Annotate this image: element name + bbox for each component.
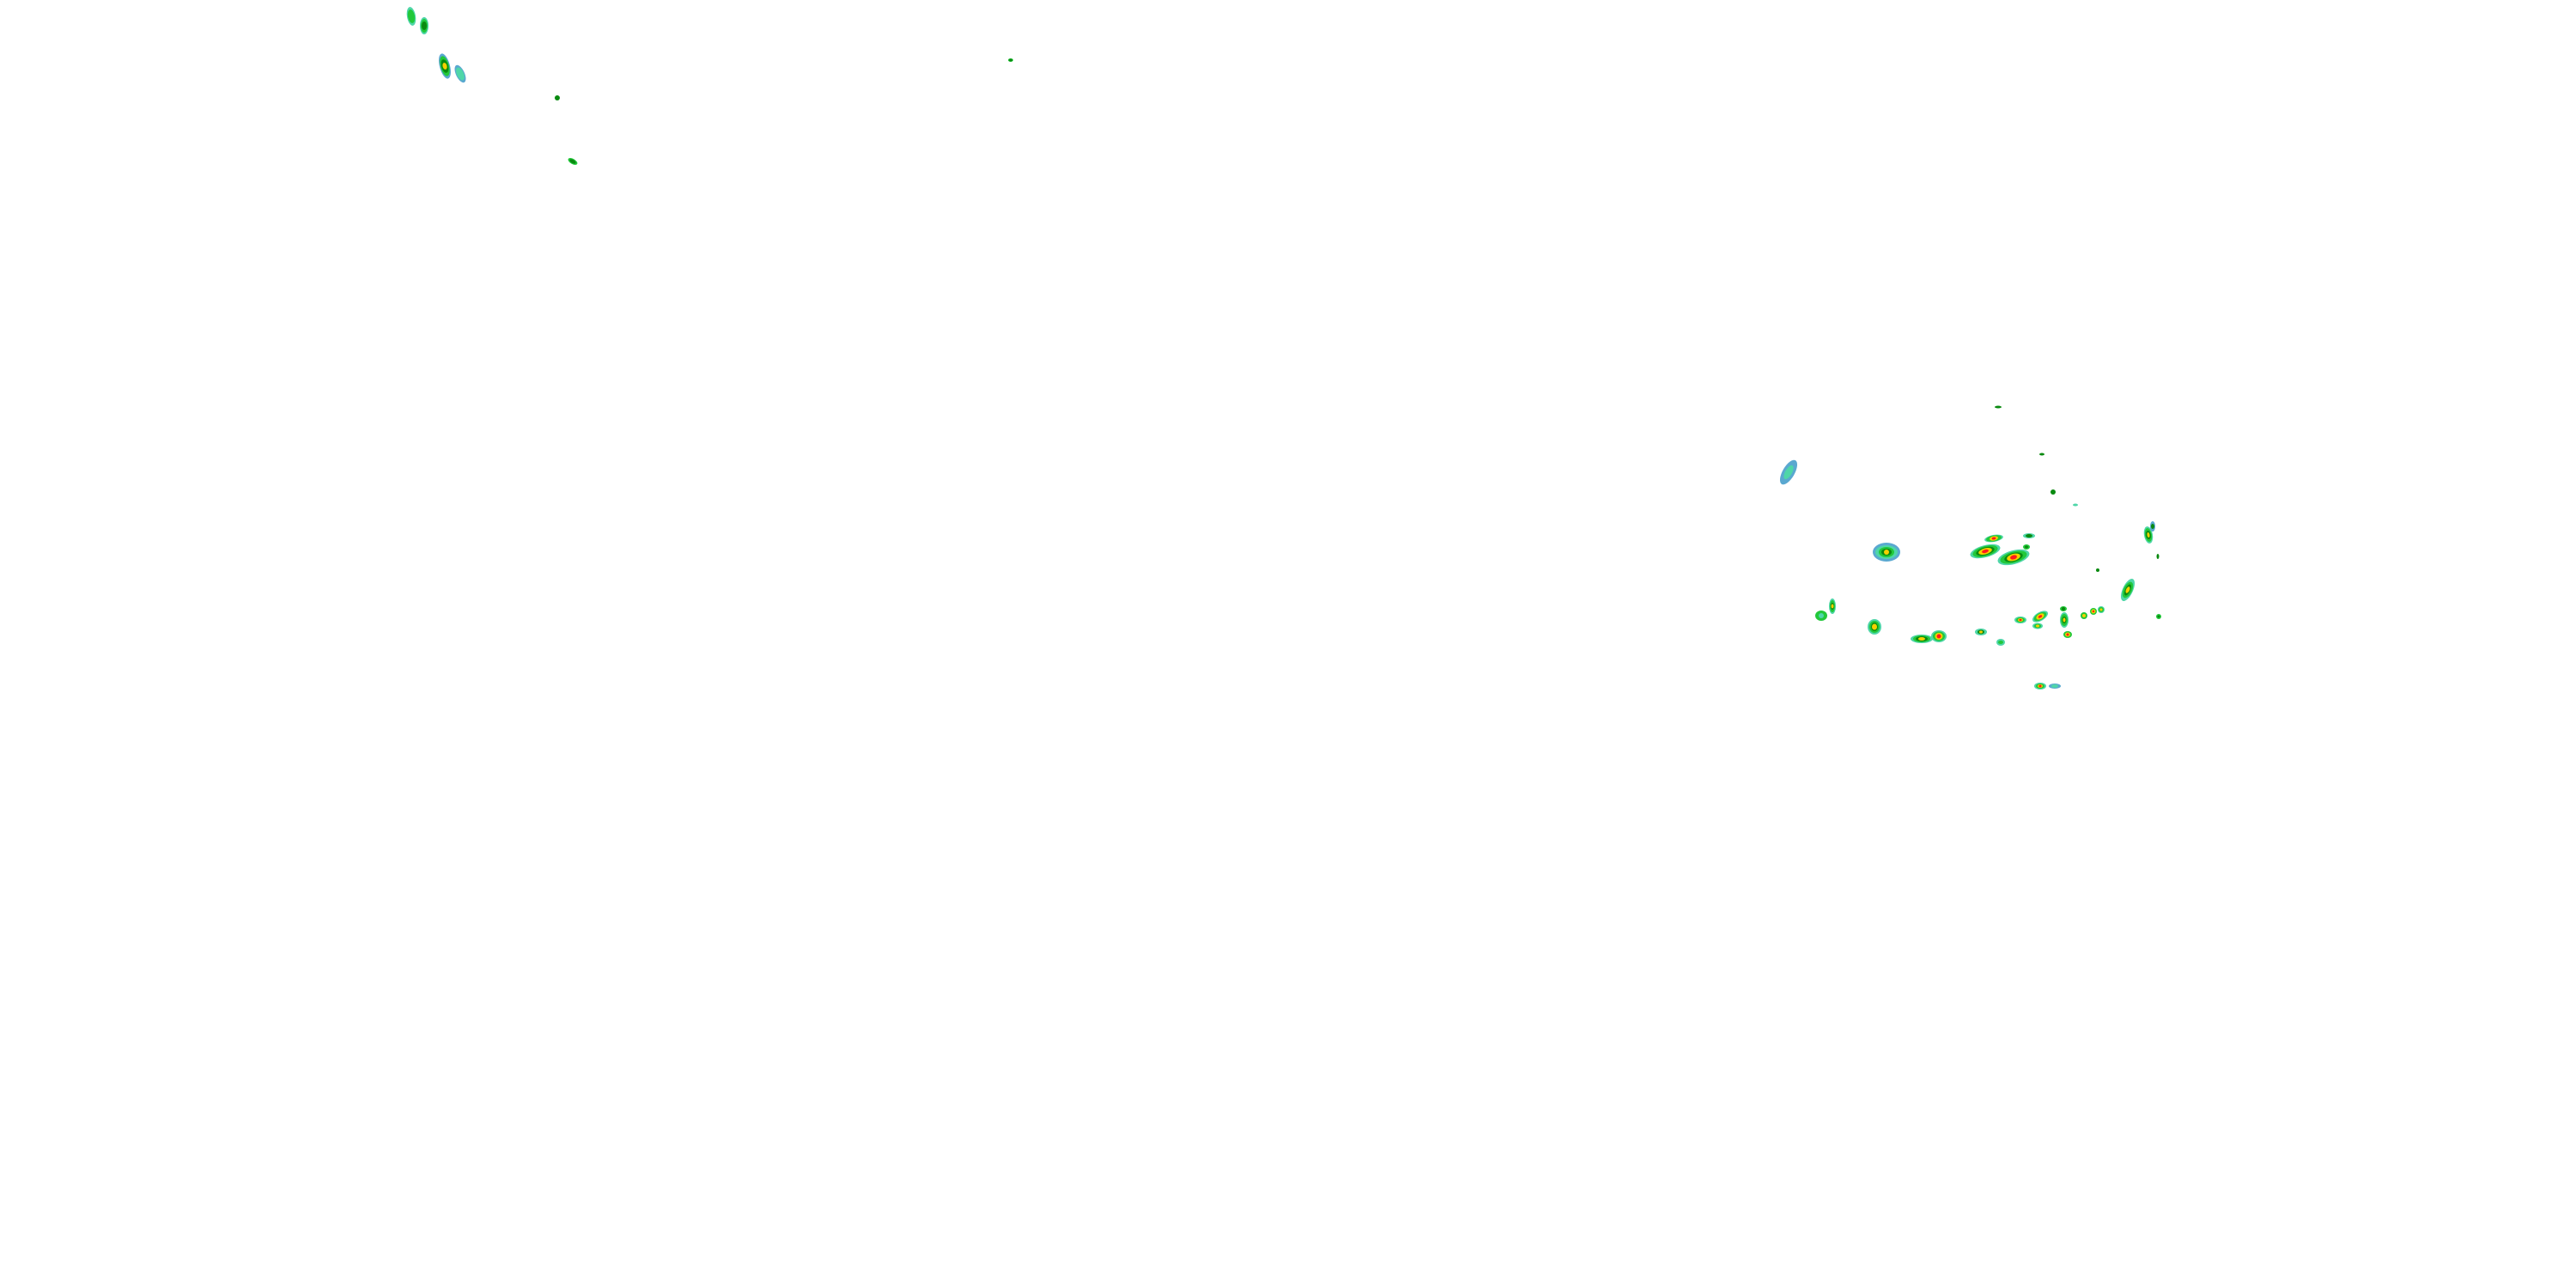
precipitation-cell [2014, 617, 2026, 623]
precipitation-cell [1931, 630, 1947, 642]
precipitation-cell [439, 53, 451, 79]
precipitation-cell [2023, 544, 2030, 550]
precipitation-cell [2039, 453, 2044, 456]
precipitation-cell [2156, 554, 2160, 559]
precipitation-cell [2120, 579, 2136, 601]
precipitation-cell [1008, 58, 1013, 62]
precipitation-cell [2150, 521, 2155, 532]
precipitation-cell [2060, 606, 2067, 611]
precipitation-cell [2050, 489, 2056, 495]
precipitation-cell [2156, 614, 2161, 619]
precipitation-cell [1868, 619, 1881, 635]
precipitation-cell [2081, 612, 2087, 619]
precipitation-cell [1997, 549, 2030, 566]
precipitation-cell [2063, 631, 2072, 638]
precipitation-cell [555, 95, 560, 100]
precipitation-cell [2034, 683, 2046, 690]
precipitation-cell [2023, 533, 2035, 538]
precipitation-cell [1995, 405, 2002, 409]
precipitation-cell [2143, 526, 2154, 544]
precipitation-cell [1975, 629, 1987, 635]
precipitation-cell [2060, 612, 2069, 628]
precipitation-cell [1815, 611, 1827, 621]
precipitation-cell [1779, 459, 1798, 485]
precipitation-cell [1873, 543, 1900, 562]
precipitation-cell [420, 17, 428, 34]
precipitation-cell [1829, 598, 1836, 614]
precipitation-cell [2096, 568, 2099, 572]
precipitation-cell [1911, 635, 1933, 643]
precipitation-cell [1984, 534, 2003, 543]
precipitation-cell [568, 158, 578, 165]
precipitation-cell [2032, 611, 2049, 623]
precipitation-cell [2073, 503, 2078, 507]
precipitation-cell [1970, 544, 2001, 559]
precipitation-cell [2049, 683, 2061, 689]
precipitation-cell [2032, 623, 2043, 629]
precipitation-cell [1996, 639, 2005, 646]
precipitation-cell [2090, 608, 2097, 615]
precipitation-cell [454, 64, 466, 83]
precipitation-cell [406, 7, 416, 26]
precipitation-cell [2098, 606, 2105, 613]
